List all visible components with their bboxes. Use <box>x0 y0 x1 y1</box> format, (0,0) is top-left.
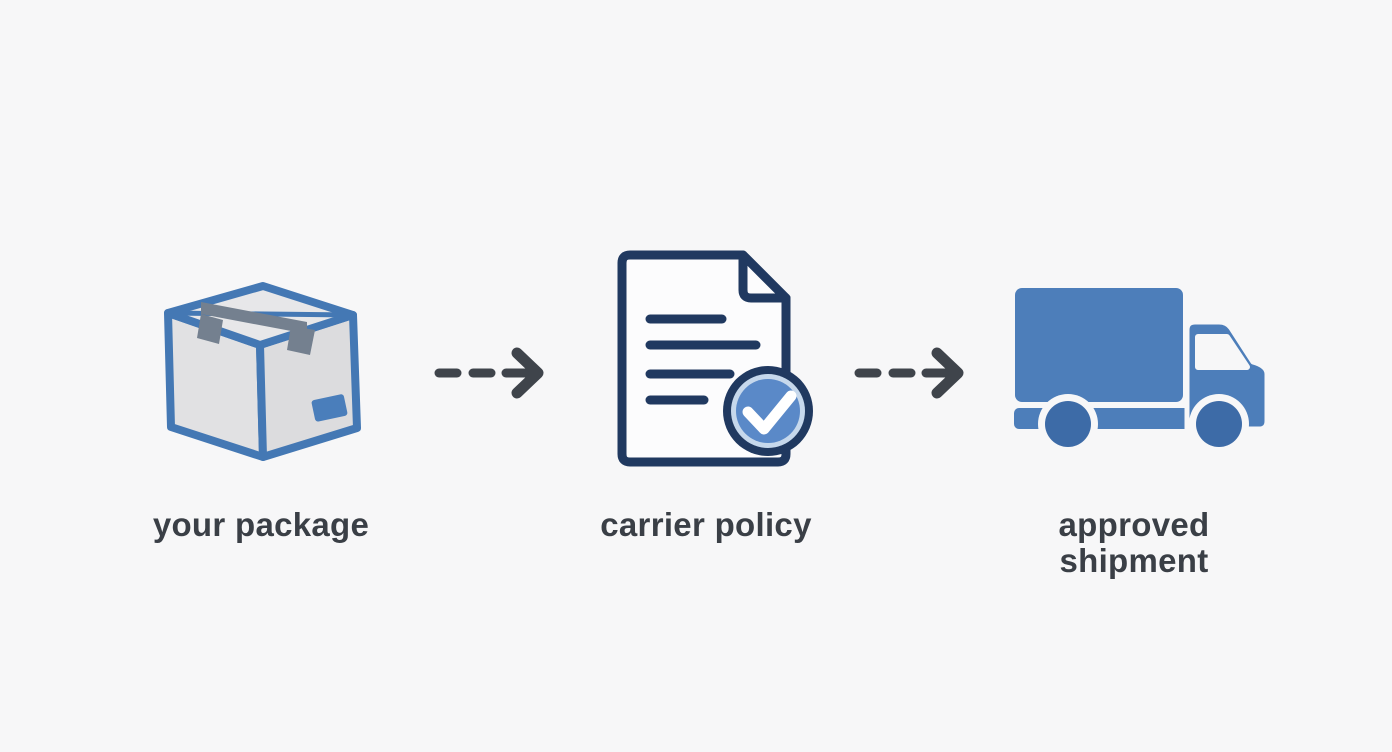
packing-tape <box>197 302 315 355</box>
truck-wheels <box>1038 394 1249 454</box>
package-box-icon <box>164 282 361 461</box>
step-label-your-package: your package <box>152 506 370 543</box>
document-fold-corner <box>738 250 791 303</box>
document-text-lines <box>645 314 761 405</box>
document-checkmark-icon <box>617 250 813 467</box>
delivery-truck-icon <box>1014 288 1270 454</box>
truck-window <box>1195 334 1250 370</box>
dashed-arrow-icon <box>434 347 544 399</box>
dashed-arrow-icon <box>854 347 964 399</box>
front-wheel <box>1045 401 1091 447</box>
shipping-label-sticker <box>311 394 348 422</box>
step-label-approved-shipment: approved shipment <box>1058 506 1210 580</box>
rear-wheel <box>1196 401 1242 447</box>
checkmark-icon <box>742 390 797 435</box>
truck-cargo-box <box>1015 288 1183 402</box>
check-badge <box>723 366 813 456</box>
step-label-carrier-policy: carrier policy <box>600 506 812 543</box>
